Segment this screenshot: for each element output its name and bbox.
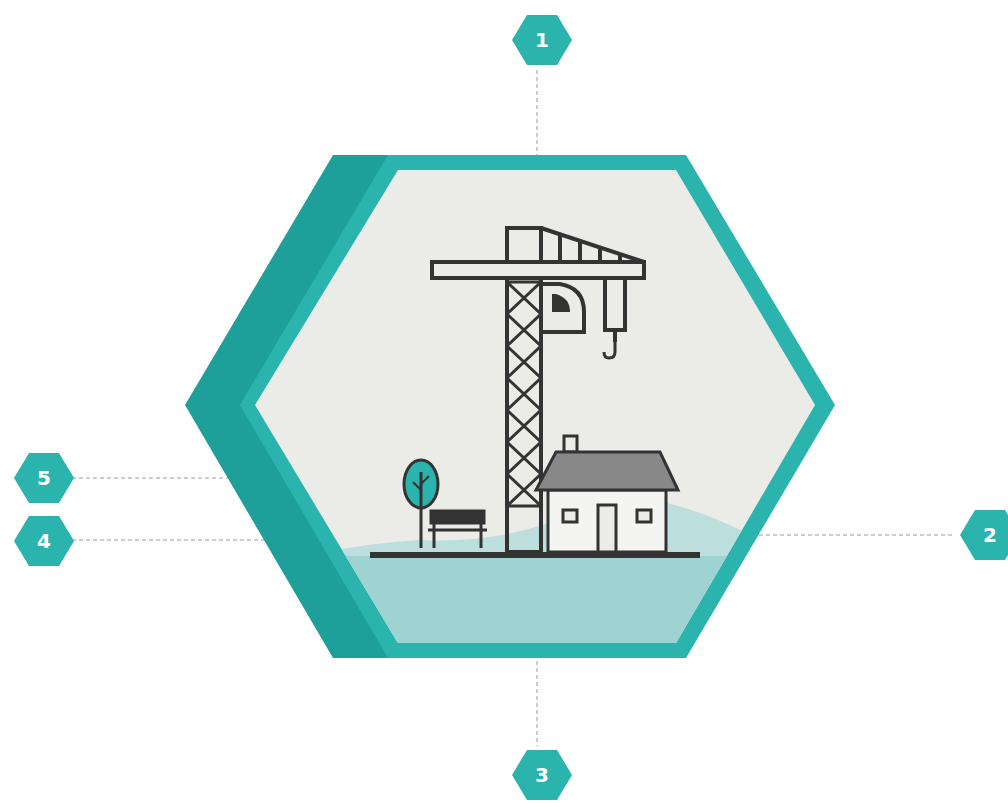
callout-badge: 5 [8, 452, 80, 504]
house [536, 436, 678, 552]
callout-badge: 4 [8, 515, 80, 567]
callout-number: 3 [506, 749, 578, 801]
callout-number: 4 [8, 515, 80, 567]
callout-number: 5 [8, 452, 80, 504]
bench [428, 510, 487, 548]
callout-hexagon [954, 509, 1008, 561]
leader-lines [72, 70, 952, 746]
callout-badge: 3 [506, 749, 578, 801]
tree [404, 460, 438, 548]
callout-badge: 2 [954, 509, 1008, 561]
callout-number: 2 [954, 509, 1008, 561]
callout-number: 1 [506, 14, 578, 66]
callout-badge: 1 [506, 14, 578, 66]
